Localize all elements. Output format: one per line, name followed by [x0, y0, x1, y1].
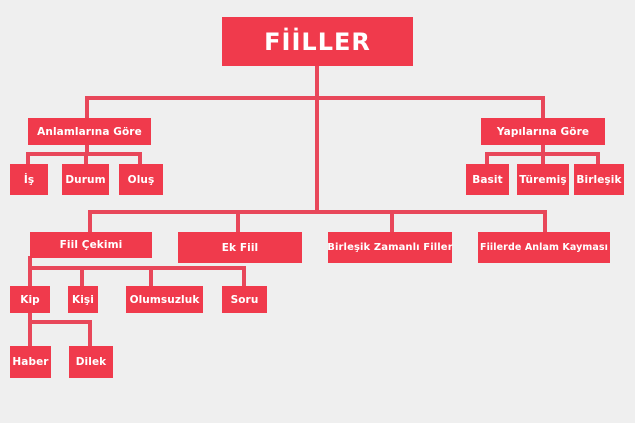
node-is: İş: [10, 164, 48, 195]
node-dilek: Dilek: [69, 346, 113, 378]
node-turemis: Türemiş: [517, 164, 569, 195]
root-node: FİİLLER: [222, 17, 413, 66]
node-kisi: Kişi: [68, 286, 98, 313]
node-olumsuzluk: Olumsuzluk: [126, 286, 203, 313]
connector-fiil-cekimi: [28, 256, 246, 288]
node-soru: Soru: [222, 286, 267, 313]
node-haber: Haber: [10, 346, 51, 378]
node-fiil-cekimi: Fiil Çekimi: [30, 232, 152, 258]
node-anlam-kaymasi: Fiilerde Anlam Kayması: [478, 232, 610, 263]
node-yapilarina-gore: Yapılarına Göre: [481, 118, 605, 145]
node-birlesik: Birleşik: [574, 164, 624, 195]
connector-root-bottom: [88, 96, 547, 234]
node-ek-fiil: Ek Fiil: [178, 232, 302, 263]
connector-yapilarina: [485, 143, 600, 166]
connector-anlamlarina: [26, 143, 142, 166]
node-basit: Basit: [466, 164, 509, 195]
node-olus: Oluş: [119, 164, 163, 195]
connector-kip: [28, 311, 92, 348]
node-kip: Kip: [10, 286, 50, 313]
node-birlesik-zamanli-filler: Birleşik Zamanlı Filler: [327, 232, 453, 263]
node-anlamlarina-gore: Anlamlarına Göre: [28, 118, 151, 145]
node-durum: Durum: [62, 164, 109, 195]
